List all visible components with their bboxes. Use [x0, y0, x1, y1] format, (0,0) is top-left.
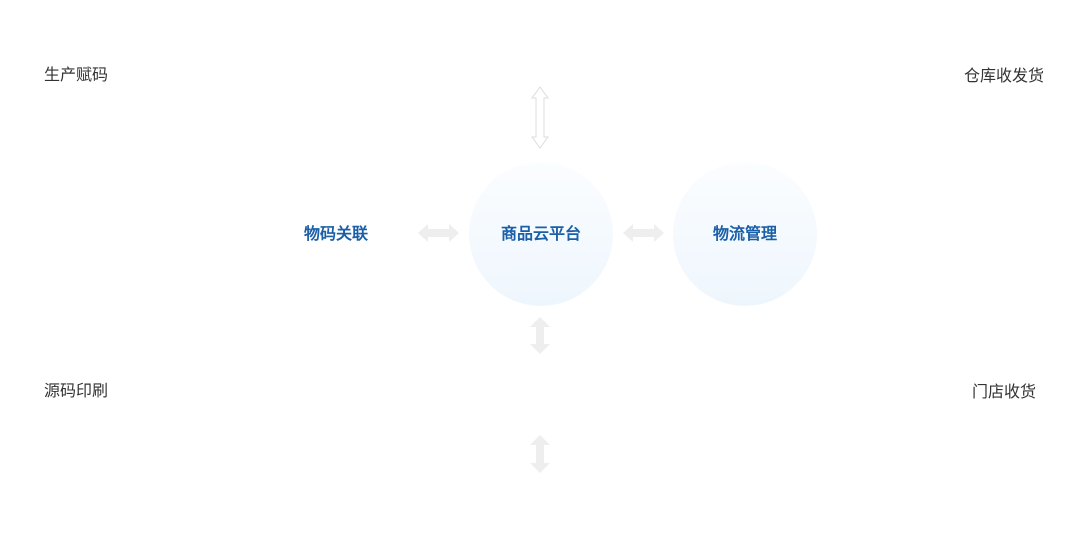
node-cloud-platform-circle: 商品云平台 [469, 162, 613, 306]
label-source-code-printing: 源码印刷 [44, 381, 109, 400]
node-logistics-label: 物流管理 [712, 224, 778, 243]
arrow-left-right-right [623, 224, 664, 242]
arrow-up-down-top [531, 86, 549, 149]
label-warehouse-shipping-receiving: 仓库收发货 [963, 66, 1044, 85]
arrow-left-right-left [418, 224, 459, 242]
label-store-receiving: 门店收货 [971, 382, 1036, 401]
node-logistics-circle: 物流管理 [673, 162, 817, 306]
arrow-up-down-middle [530, 317, 550, 354]
node-cloud-platform-label: 商品云平台 [500, 224, 582, 243]
node-code-association: 物码关联 [303, 224, 369, 243]
arrow-up-down-bottom [530, 435, 550, 473]
label-production-coding: 生产赋码 [44, 65, 109, 84]
